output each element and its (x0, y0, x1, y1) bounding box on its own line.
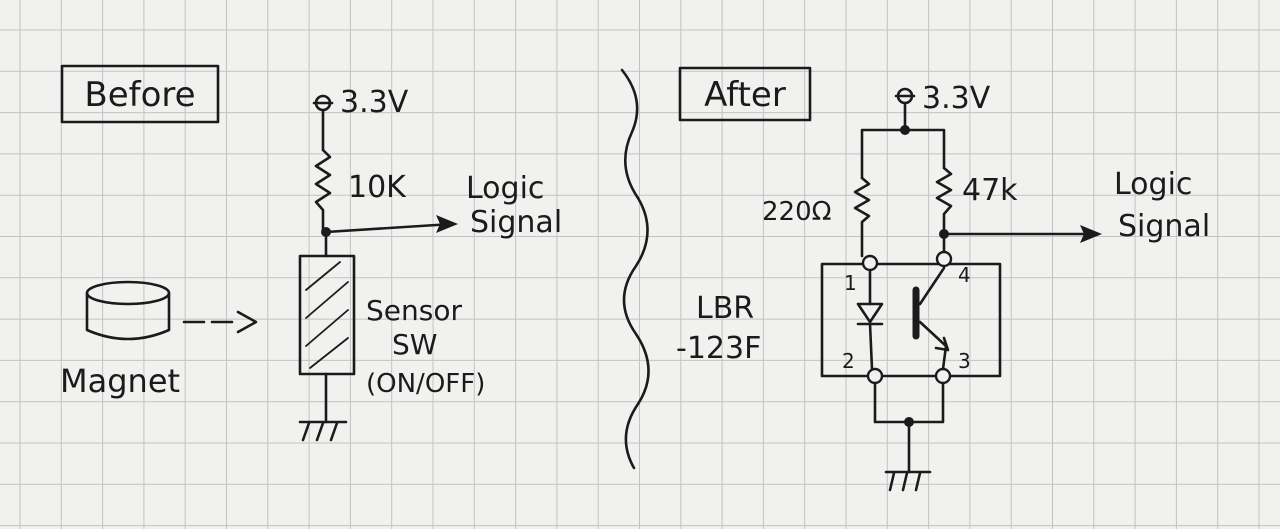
after-signal-label: Signal (1118, 209, 1210, 244)
part-number-line1: LBR (696, 291, 754, 326)
magnet-label: Magnet (60, 362, 180, 400)
sensor-label-line1: Sensor (366, 294, 462, 327)
before-signal-label: Signal (470, 205, 562, 240)
pin-1-label: 1 (844, 271, 857, 295)
optocoupler-pins (861, 250, 953, 385)
before-resistor-label: 10K (348, 170, 407, 205)
pin-2-label: 2 (842, 349, 855, 373)
led-diode-symbol (856, 268, 884, 371)
section-divider (620, 68, 650, 470)
after-ground-wire (873, 381, 945, 424)
after-title: After (704, 75, 786, 115)
before-title-box (60, 64, 220, 124)
phototransistor-symbol (912, 266, 950, 371)
magnet-icon (85, 280, 171, 341)
after-supply-label: 3.3V (922, 81, 991, 116)
sensor-label-line2: SW (392, 328, 437, 361)
pin-3-label: 3 (958, 349, 971, 373)
before-signal-arrow (436, 215, 458, 233)
after-resistor-220-label: 220Ω (762, 197, 832, 227)
after-resistor-220 (853, 176, 871, 258)
after-supply-rail (860, 128, 946, 180)
before-signal-wire (324, 222, 454, 234)
sensor-switch-hatching (305, 261, 349, 369)
after-logic-label: Logic (1114, 167, 1192, 202)
after-circuit: After 3.3V 220Ω 47k Logic Signal (676, 66, 1210, 492)
pin-4-label: 4 (958, 263, 971, 287)
before-ground-symbol (298, 372, 348, 442)
after-supply-symbol (894, 87, 916, 132)
part-number-line2: -123F (676, 331, 761, 366)
after-title-box (678, 66, 812, 122)
before-supply-label: 3.3V (340, 85, 409, 120)
optocoupler-package (820, 262, 1002, 378)
after-resistor-47k (935, 166, 953, 236)
after-resistor-47k-label: 47k (962, 173, 1018, 208)
before-logic-label: Logic (466, 171, 544, 206)
before-title: Before (84, 75, 195, 115)
after-signal-arrow (1080, 225, 1102, 243)
after-ground-symbol (884, 420, 932, 492)
sensor-label-line3: (ON/OFF) (366, 369, 485, 399)
before-circuit: Before 3.3V 10K Logic Signal Sensor SW (… (60, 64, 562, 442)
before-resistor-10k (314, 148, 332, 234)
before-supply-symbol (312, 94, 334, 152)
magnet-dashed-arrow (182, 310, 258, 334)
